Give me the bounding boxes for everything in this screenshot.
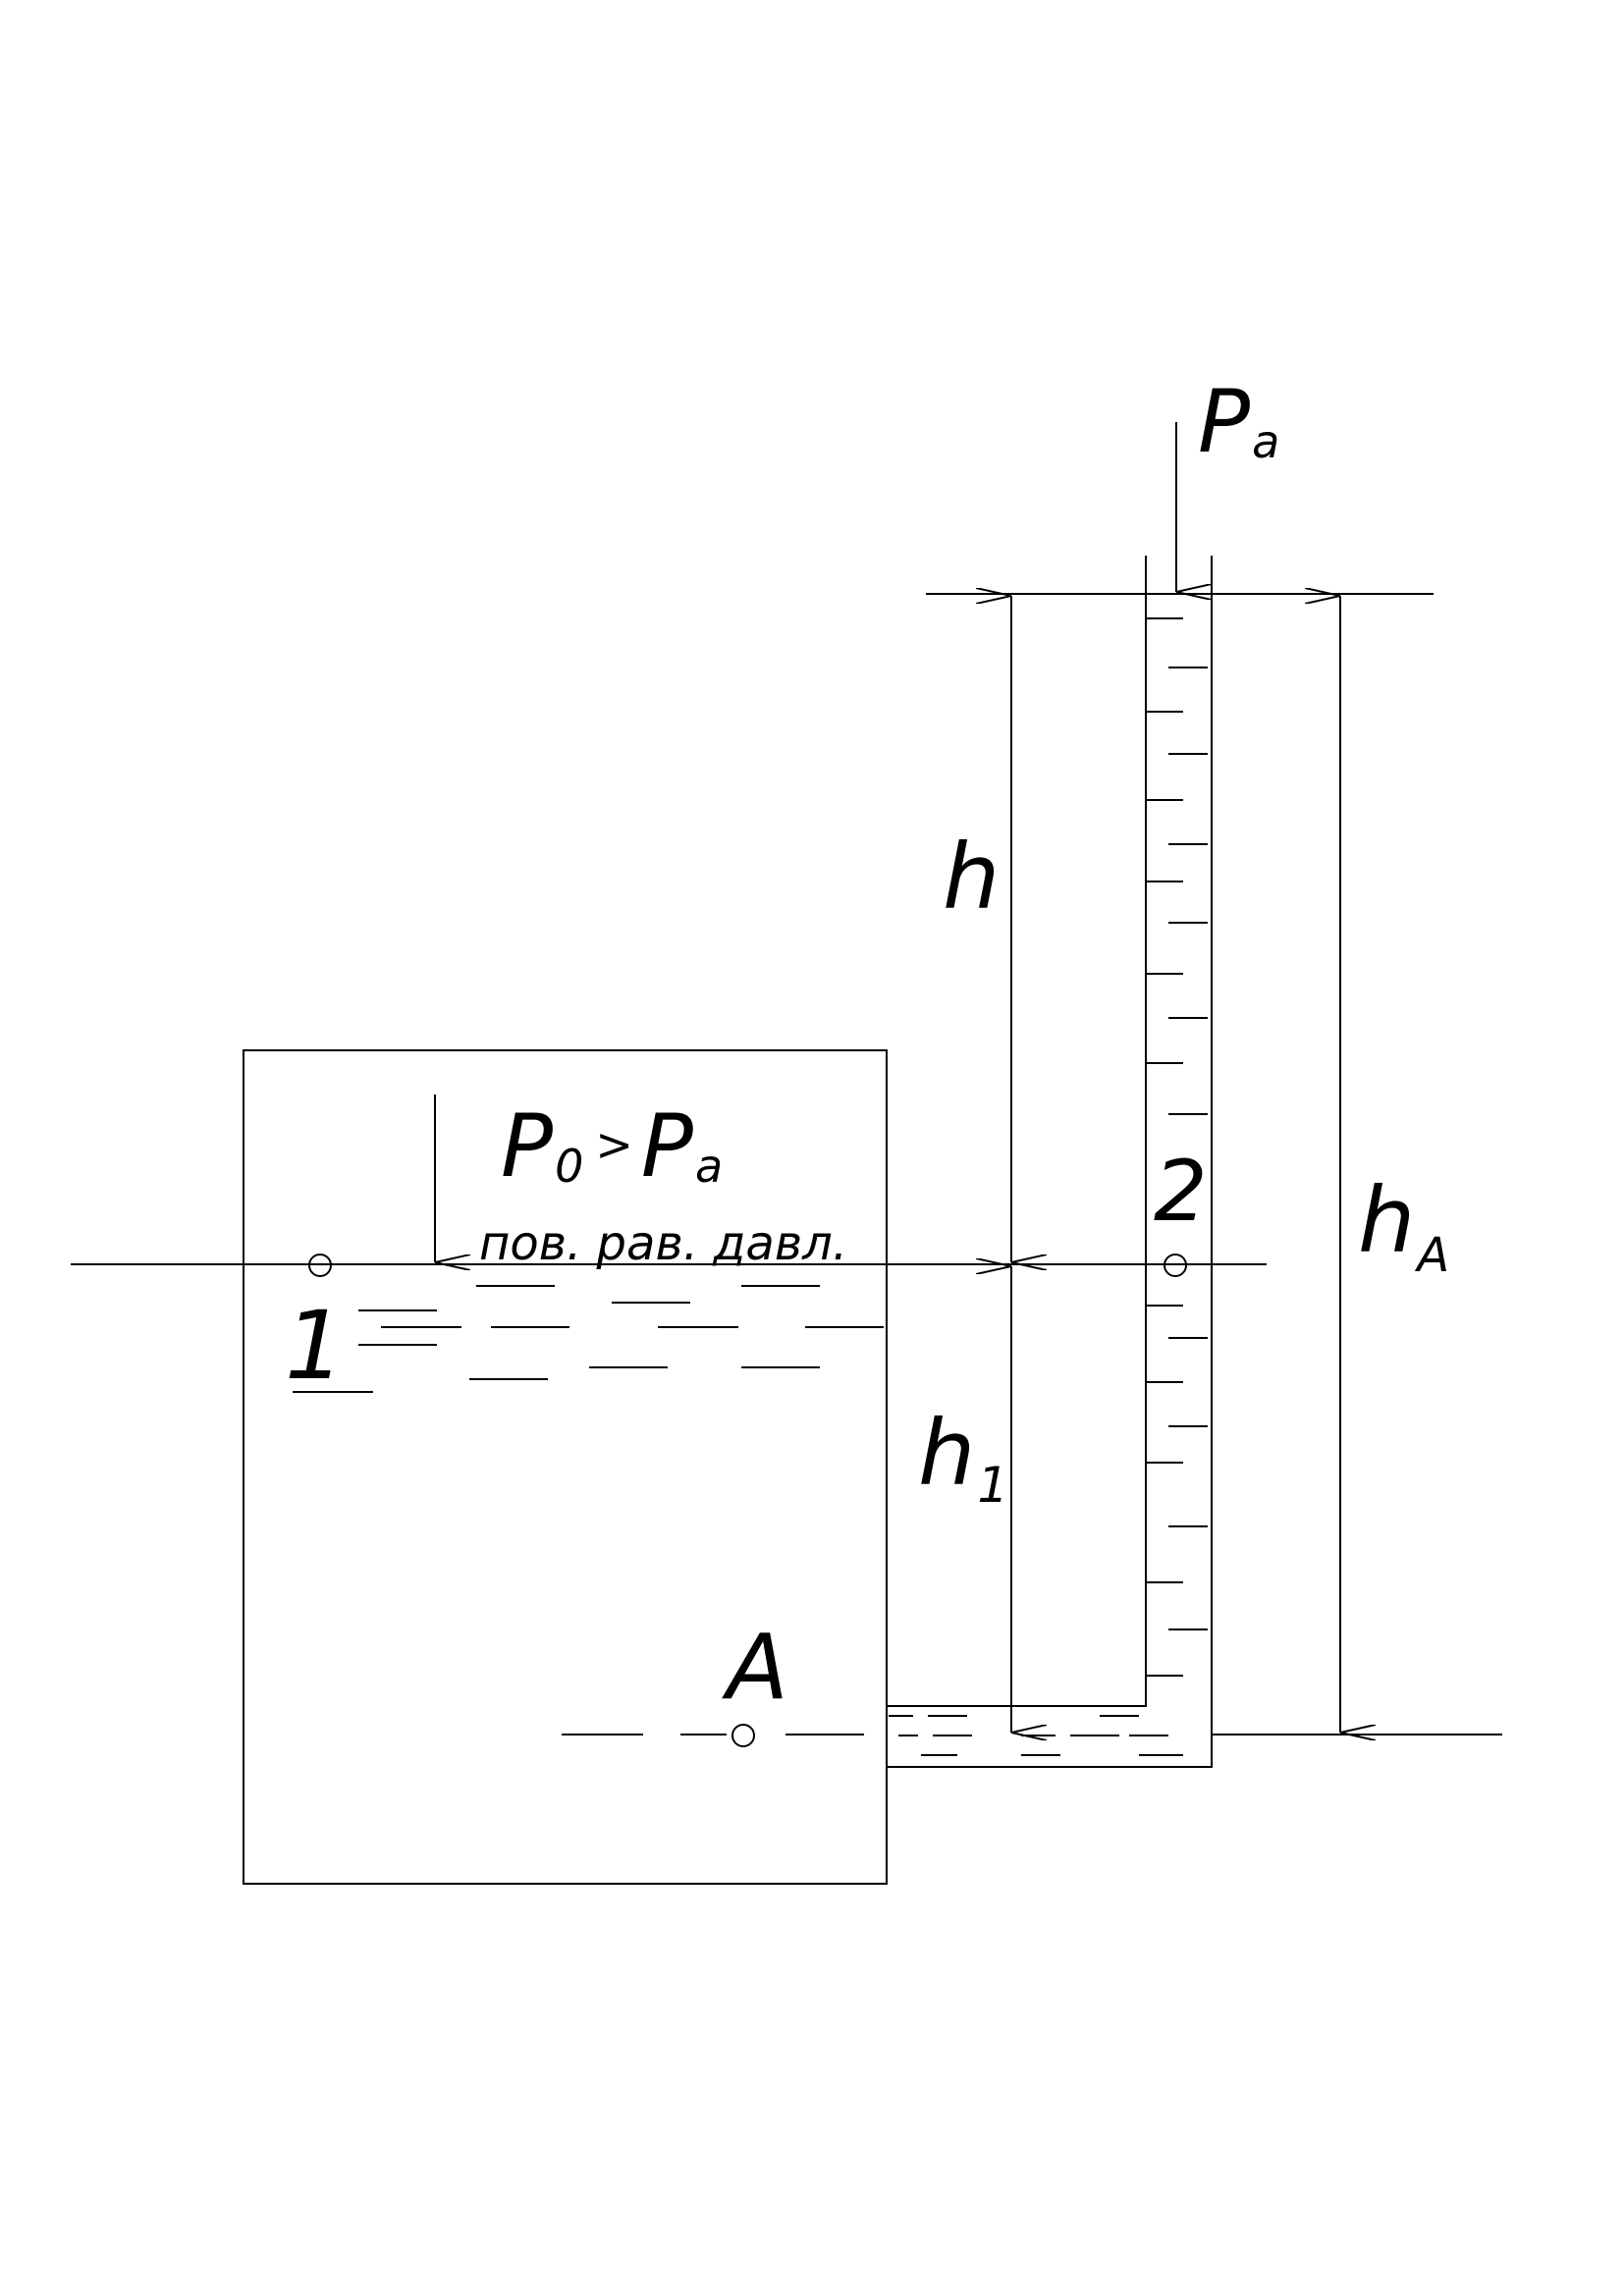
- point-2-marker: [1164, 1254, 1187, 1277]
- label-point-2: 2: [1154, 1143, 1208, 1241]
- label-point-1: 1: [285, 1291, 345, 1401]
- tank-liquid-hatch: [295, 1285, 884, 1393]
- tube-liquid-hatch: [1147, 617, 1208, 1677]
- connector-liquid-hatch: [889, 1715, 1183, 1756]
- label-ha: hA: [1358, 1168, 1449, 1283]
- point-1-marker: [308, 1254, 332, 1277]
- label-h1: h1: [918, 1401, 1008, 1514]
- label-h: h: [943, 825, 1000, 930]
- label-pa: Pa: [1198, 371, 1279, 472]
- point-a-marker: [731, 1724, 755, 1747]
- label-equal-pressure-surface: пов. рав. давл.: [479, 1216, 847, 1271]
- label-p0-gt-pa: P0>Pa: [501, 1095, 723, 1197]
- label-point-a: A: [722, 1615, 788, 1720]
- piezometer-tube: [887, 556, 1213, 1768]
- tank: [243, 1049, 888, 1885]
